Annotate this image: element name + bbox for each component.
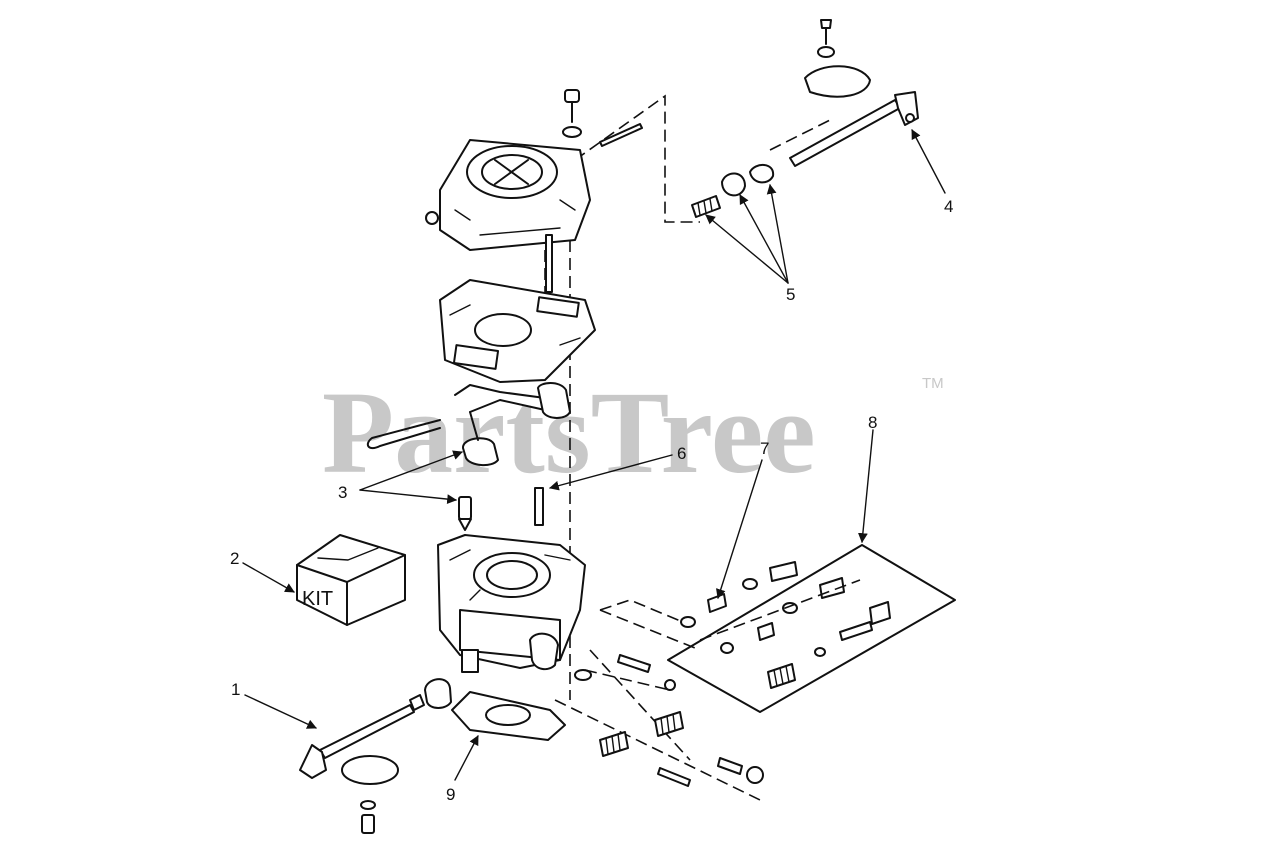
callout-6: 6 [677,444,686,463]
callout-5: 5 [786,285,795,304]
carburetor-body [437,534,586,673]
leader-lines [242,129,946,781]
callout-8: 8 [868,413,877,432]
callout-7: 7 [760,439,769,458]
mixture-screws-lower [574,654,764,787]
parts-kit-panel [667,544,956,713]
callout-9: 9 [446,785,455,804]
callout-4: 4 [944,197,953,216]
throttle-body-casting [425,139,591,251]
callout-3: 3 [338,483,347,502]
inlet-needle [458,496,472,531]
throttle-shaft [299,678,452,834]
kit-box: KIT [296,534,406,626]
float-pin [534,487,544,526]
top-screw [562,89,582,138]
watermark-trademark: TM [922,375,944,392]
kit-label: KIT [302,588,333,610]
callout-2: 2 [230,549,239,568]
stud [545,234,553,293]
long-pin [599,123,643,147]
mounting-gasket [451,691,566,741]
watermark-text: PartsTree [322,367,816,498]
float-assembly [366,382,571,466]
callout-numbers: 1 2 3 4 5 6 7 8 9 [230,197,953,804]
upper-gasket [439,279,596,383]
callout-1: 1 [231,680,240,699]
choke-shaft-assembly [691,19,919,218]
